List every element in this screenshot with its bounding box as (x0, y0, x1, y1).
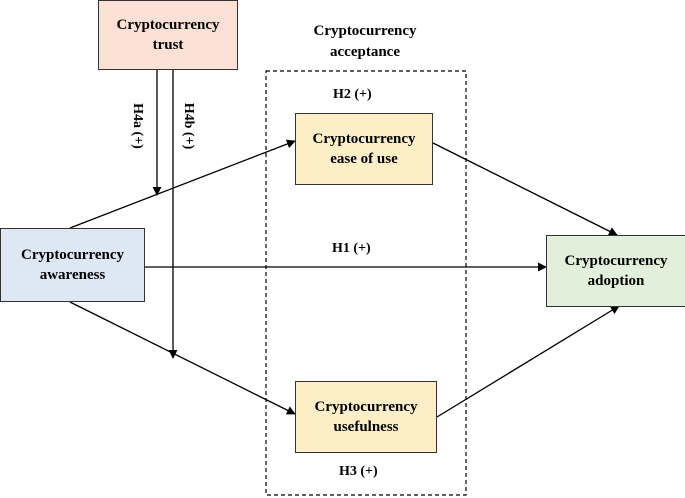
arrow-usefulness-to-adoption (436, 305, 620, 418)
node-cryptocurrency-adoption: Cryptocurrency adoption (546, 235, 685, 307)
node-cryptocurrency-trust: Cryptocurrency trust (98, 0, 238, 70)
ease-line1: Cryptocurrency (312, 131, 416, 147)
awareness-line2: awareness (39, 267, 106, 283)
label-h4a: H4a (+) (130, 103, 145, 149)
awareness-line1: Cryptocurrency (20, 247, 125, 263)
acceptance-title-line1: Cryptocurrency (313, 23, 417, 39)
arrow-awareness-to-ease (69, 139, 296, 229)
arrow-awareness-to-usefulness (69, 301, 296, 415)
adoption-line1: Cryptocurrency (564, 253, 668, 269)
label-h2: H2 (+) (333, 87, 372, 102)
usefulness-line2: usefulness (333, 419, 399, 435)
node-cryptocurrency-ease-of-use: Cryptocurrency ease of use (295, 113, 433, 185)
acceptance-title-line2: acceptance (330, 44, 400, 60)
arrow-ease-to-adoption (432, 142, 618, 236)
label-h4b: H4b (+) (181, 102, 196, 150)
acceptance-group-title: Cryptocurrency acceptance (290, 21, 440, 63)
label-h3: H3 (+) (339, 464, 378, 479)
ease-line2: ease of use (330, 151, 398, 167)
node-cryptocurrency-awareness: Cryptocurrency awareness (0, 228, 145, 302)
node-cryptocurrency-usefulness: Cryptocurrency usefulness (295, 381, 437, 453)
adoption-line2: adoption (587, 273, 645, 289)
acceptance-group-border (265, 70, 467, 496)
trust-line1: Cryptocurrency (116, 17, 220, 33)
trust-line2: trust (152, 37, 184, 53)
usefulness-line1: Cryptocurrency (314, 399, 418, 415)
label-h1: H1 (+) (332, 241, 371, 256)
